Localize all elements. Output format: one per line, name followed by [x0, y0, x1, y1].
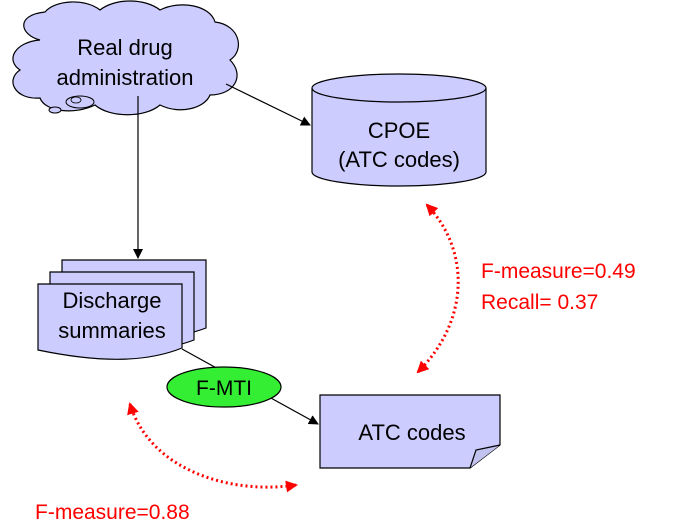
arrow-cloud-to-cpoe	[225, 83, 311, 126]
cloud-label-line1: Real drug	[77, 35, 172, 60]
f-mti-process: F-MTI	[166, 366, 282, 408]
real-drug-administration-cloud: Real drug administration	[12, 0, 239, 116]
cloud-label-line2: administration	[57, 65, 194, 90]
discharge-summaries-documents: Discharge summaries	[37, 259, 207, 360]
cpoe-database-cylinder: CPOE (ATC codes)	[311, 73, 487, 187]
metric-cpoe-atc-recall: Recall= 0.37	[481, 291, 598, 314]
dotted-arrow-cpoe-atc	[416, 203, 460, 374]
f-mti-label: F-MTI	[196, 377, 252, 400]
atc-label: ATC codes	[358, 420, 465, 445]
metric-cpoe-atc-fmeasure: F-measure=0.49	[481, 260, 636, 283]
discharge-label-line2: summaries	[58, 318, 166, 343]
cpoe-label-line1: CPOE	[368, 118, 430, 143]
cpoe-label-line2: (ATC codes)	[338, 147, 460, 172]
dotted-arrow-discharge-atc	[127, 402, 298, 493]
atc-codes-document: ATC codes	[319, 394, 501, 469]
discharge-label-line1: Discharge	[62, 288, 161, 313]
metric-discharge-atc-fmeasure: F-measure=0.88	[35, 501, 190, 524]
